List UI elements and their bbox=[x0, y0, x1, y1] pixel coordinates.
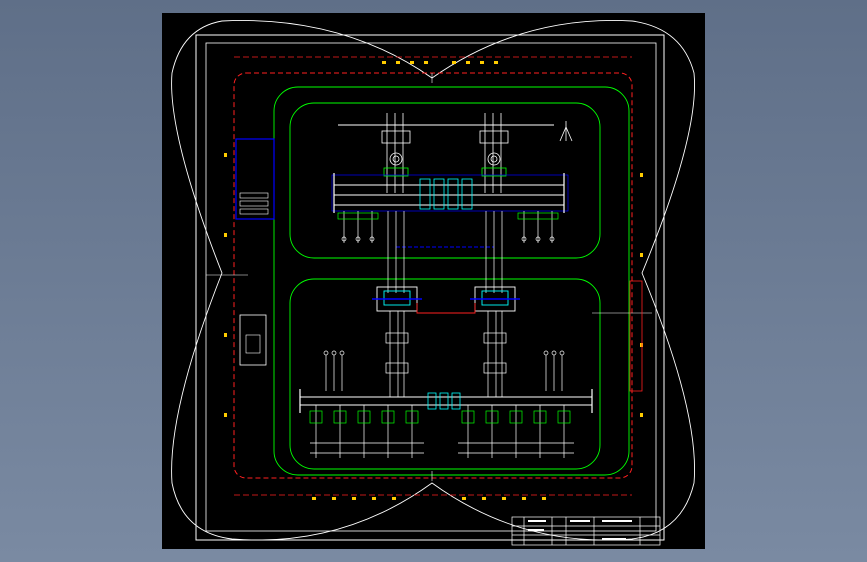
north-arrow-icon bbox=[559, 121, 573, 142]
transformer-link bbox=[416, 303, 476, 314]
incoming-bay-right bbox=[479, 113, 509, 193]
transformer-icon-2 bbox=[470, 286, 520, 312]
road-upper-yard bbox=[289, 102, 601, 259]
upper-feeders-left bbox=[337, 211, 379, 243]
substation-layout-diagram bbox=[171, 20, 695, 546]
breaker-icon bbox=[309, 405, 571, 458]
control-building-room-3 bbox=[239, 208, 269, 215]
auxiliary-building-inner bbox=[245, 334, 261, 354]
secondary-cables bbox=[385, 311, 507, 397]
title-block-fill-marks bbox=[528, 520, 632, 540]
road-outer bbox=[273, 86, 630, 476]
road-lower-yard bbox=[289, 278, 601, 470]
control-building bbox=[235, 138, 275, 220]
fence-boundary bbox=[233, 72, 633, 479]
fence-markers-bottom bbox=[312, 497, 546, 500]
upper-bus-frame bbox=[331, 174, 569, 212]
lower-feeders bbox=[309, 405, 574, 458]
control-building-room-2 bbox=[239, 200, 269, 207]
incoming-bay-left bbox=[381, 113, 411, 193]
fence-markers-side bbox=[224, 153, 643, 417]
fence-markers-top bbox=[382, 61, 498, 64]
lower-bus-section bbox=[427, 392, 461, 410]
transformer-icon bbox=[372, 286, 422, 312]
fence-gate-right bbox=[629, 280, 643, 392]
insulator-icon bbox=[323, 350, 565, 391]
title-block bbox=[511, 516, 661, 546]
upper-feeders-right bbox=[517, 211, 559, 243]
auxiliary-building bbox=[239, 314, 267, 366]
drawing-sheet[interactable] bbox=[162, 13, 705, 549]
control-building-room-1 bbox=[239, 192, 269, 199]
transformer-connections bbox=[387, 211, 503, 293]
boundary-curve bbox=[171, 20, 695, 541]
bus-section-equipment bbox=[419, 178, 473, 210]
sheet-frame-outer bbox=[195, 34, 665, 541]
sheet-frame-inner bbox=[205, 42, 657, 532]
